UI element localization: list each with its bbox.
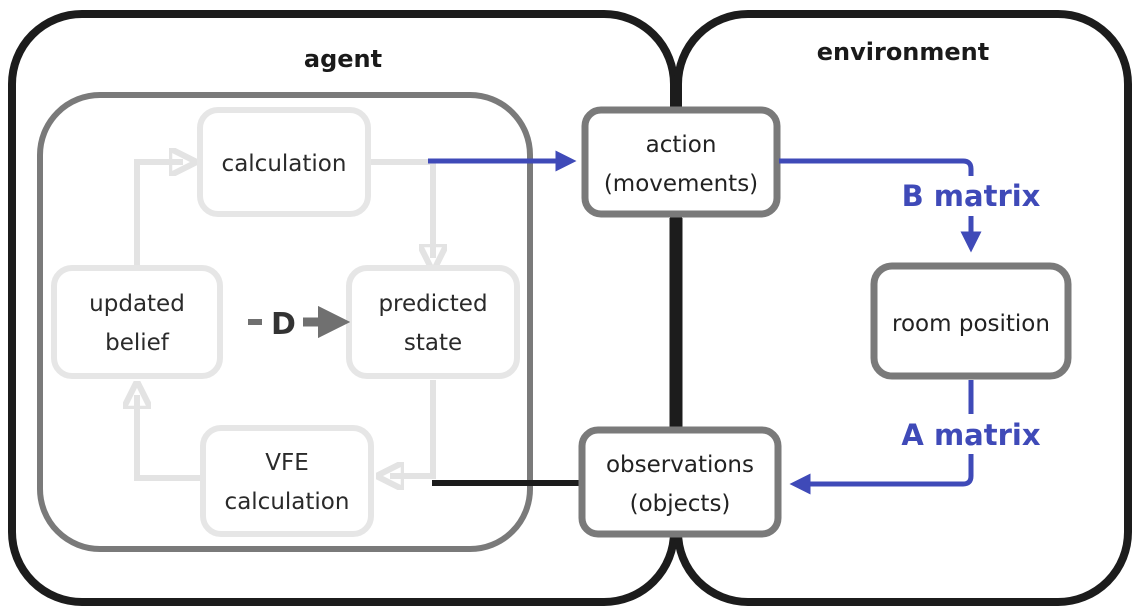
b-matrix-label-bg — [895, 176, 1047, 216]
action-box — [581, 106, 781, 218]
observations-label-line2: (objects) — [630, 491, 731, 517]
arrow-updated-to-calculation — [134, 162, 183, 265]
agent-title: agent — [304, 45, 382, 73]
belief-loop-container — [37, 92, 533, 552]
room-position-box — [870, 262, 1072, 380]
calculation-box — [197, 107, 371, 217]
environment-title: environment — [817, 38, 990, 66]
updated-belief-label-line2: belief — [105, 330, 170, 356]
a-matrix-label-bg — [893, 414, 1049, 454]
predicted-state-box — [346, 265, 520, 379]
action-label-line1: action — [646, 132, 717, 158]
action-label-line2: (movements) — [604, 171, 758, 197]
updated-belief-label-line1: updated — [89, 291, 185, 317]
b-matrix-label: B matrix — [902, 179, 1041, 213]
vfe-calculation-box — [200, 425, 374, 537]
predicted-state-label-line1: predicted — [378, 291, 487, 317]
observations-box — [578, 426, 782, 538]
predicted-state-label-line2: state — [404, 330, 462, 356]
vfe-calculation-label-line2: calculation — [225, 489, 350, 515]
calculation-label: calculation — [222, 151, 347, 177]
room-position-label: room position — [892, 311, 1050, 337]
b-matrix-arrow — [779, 158, 982, 253]
arrow-vfe-to-updated — [137, 395, 202, 481]
prior-d-label: D — [271, 307, 296, 342]
vfe-calculation-label-line1: VFE — [265, 450, 309, 476]
updated-belief-box — [51, 265, 223, 379]
a-matrix-arrow — [789, 380, 974, 495]
a-matrix-label: A matrix — [901, 418, 1040, 452]
observations-label-line1: observations — [606, 452, 754, 478]
arrow-predicted-to-vfe — [390, 380, 436, 476]
